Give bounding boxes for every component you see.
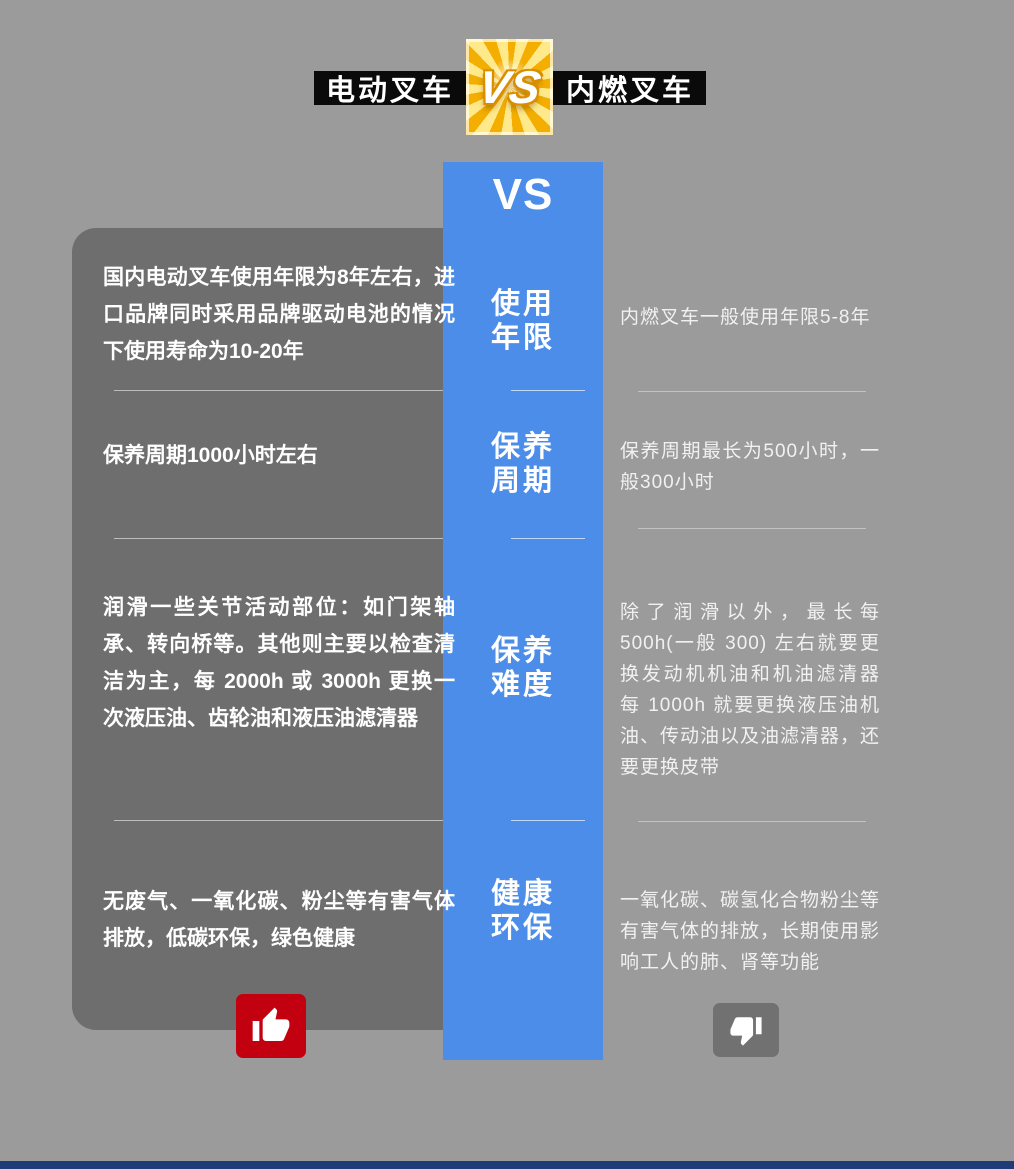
category-line: 环保 <box>490 912 555 944</box>
divider <box>638 528 866 529</box>
thumbs-down-badge <box>713 1003 779 1057</box>
thumbs-up-icon <box>252 1007 290 1041</box>
divider <box>638 821 866 822</box>
category-line: 保养 <box>490 635 555 667</box>
category-maintenance-difficulty: 保养 难度 <box>443 634 603 702</box>
vs-center-column <box>443 162 603 1060</box>
right-text-maintenance-cycle: 保养周期最长为500小时，一般300小时 <box>620 441 880 493</box>
left-text-health-environment: 无废气、一氧化碳、粉尘等有害气体排放，低碳环保，绿色健康 <box>103 890 455 950</box>
divider <box>114 820 443 821</box>
thumbs-down-icon <box>730 1017 762 1046</box>
divider <box>511 390 585 391</box>
divider <box>114 390 443 391</box>
category-line: 保养 <box>490 431 555 463</box>
electric-forklift-panel <box>72 228 492 1030</box>
left-text-maintenance-difficulty: 润滑一些关节活动部位：如门架轴承、转向桥等。其他则主要以检查清洁为主，每 200… <box>103 596 455 730</box>
divider <box>511 538 585 539</box>
category-line: 难度 <box>490 669 555 701</box>
category-line: 健康 <box>490 878 555 910</box>
category-service-life: 使用 年限 <box>443 287 603 355</box>
right-text-maintenance-difficulty: 除了润滑以外，最长每 500h(一般 300) 左右就要更换发动机机油和机油滤清… <box>620 602 881 778</box>
bottom-strip <box>0 1161 1014 1169</box>
divider <box>114 538 443 539</box>
left-text-maintenance-cycle: 保养周期1000小时左右 <box>103 444 318 467</box>
vs-column-header: VS <box>492 170 554 219</box>
category-health-environment: 健康 环保 <box>443 877 603 945</box>
category-line: 使用 <box>490 288 555 320</box>
category-maintenance-cycle: 保养 周期 <box>443 430 603 498</box>
banner-right-title: 内燃叉车 <box>565 75 694 107</box>
left-text-service-life: 国内电动叉车使用年限为8年左右，进口品牌同时采用品牌驱动电池的情况下使用寿命为1… <box>103 266 455 363</box>
divider <box>638 391 866 392</box>
category-line: 周期 <box>490 465 555 497</box>
divider <box>511 820 585 821</box>
right-text-health-environment: 一氧化碳、碳氢化合物粉尘等有害气体的排放，长期使用影响工人的肺、肾等功能 <box>620 890 881 973</box>
right-text-service-life: 内燃叉车一般使用年限5-8年 <box>620 307 871 328</box>
vs-badge-label: VS <box>475 61 544 113</box>
banner-left-title: 电动叉车 <box>326 75 455 107</box>
thumbs-up-badge <box>236 994 306 1058</box>
category-line: 年限 <box>490 322 555 354</box>
gold-starburst-vs-icon: VS <box>466 39 553 135</box>
